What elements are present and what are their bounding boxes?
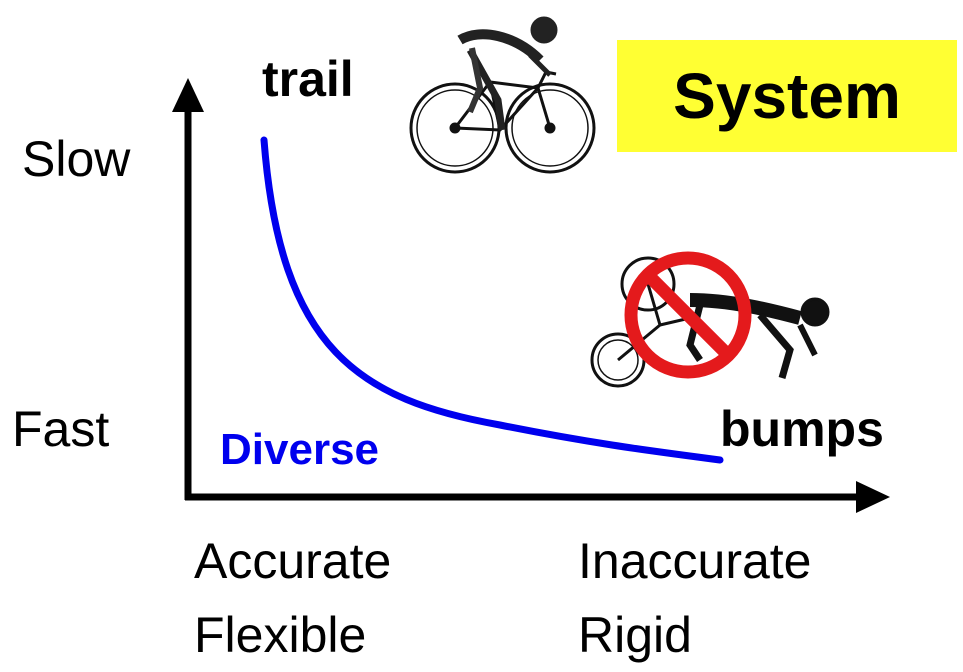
y-axis-bottom-label: Fast	[12, 401, 110, 457]
system-label: System	[673, 60, 901, 132]
x-axis-right-label-line1: Inaccurate	[578, 533, 812, 589]
x-axis-right-label-line2: Rigid	[578, 607, 692, 663]
prohibition-sign-icon	[624, 251, 752, 379]
system-highlight-box: System	[617, 40, 957, 152]
bumps-label: bumps	[720, 401, 884, 457]
cyclist-riding-icon	[409, 16, 596, 174]
y-axis-top-label: Slow	[22, 131, 131, 187]
x-axis-left-label-line2: Flexible	[194, 607, 367, 663]
trail-label: trail	[262, 51, 354, 107]
y-axis-arrowhead	[172, 78, 204, 112]
diverse-label: Diverse	[220, 425, 380, 474]
tradeoff-curve	[260, 136, 724, 464]
x-axis-left-label-line1: Accurate	[194, 533, 392, 589]
x-axis-arrowhead	[856, 481, 890, 513]
